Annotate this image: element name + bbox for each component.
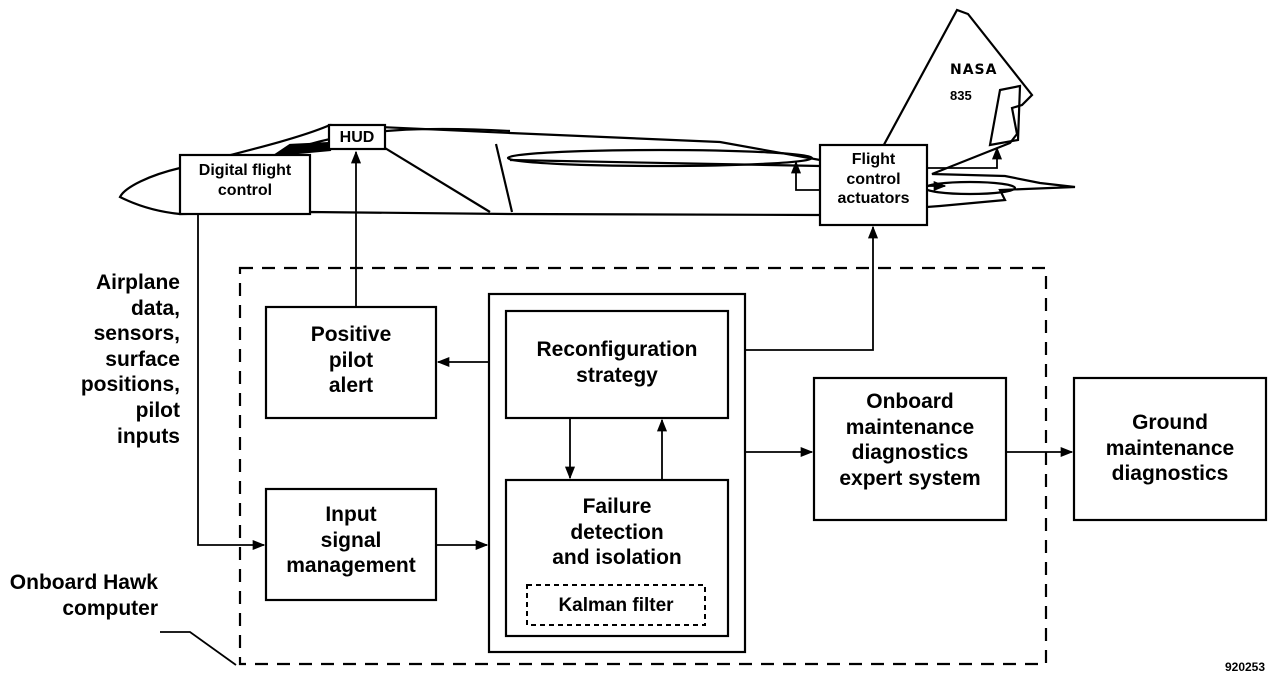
digital-flight-control-box: [178, 153, 312, 216]
input-signal-management-box: [264, 487, 438, 602]
aircraft-illustration: [118, 8, 1076, 217]
wing-leading-edge: [379, 144, 491, 213]
computer-label-leader: [160, 631, 237, 666]
reconfiguration-strategy-box: [504, 309, 730, 420]
stabilator: [923, 180, 1017, 196]
input-signal-management-label: Input signal management: [286, 503, 416, 578]
kalman-filter-box: [526, 584, 706, 626]
arrow-dfc-to-input: [197, 214, 266, 551]
arrow-actuator-to-wing: [790, 160, 820, 191]
onboard-maintenance-label: Onboard maintenance diagnostics expert s…: [839, 390, 981, 490]
hud-label: HUD: [339, 129, 375, 146]
ground-maintenance-box: [1072, 376, 1268, 522]
reconfiguration-strategy-label: Reconfiguration strategy: [536, 338, 698, 387]
hud-box: [327, 123, 387, 151]
kalman-filter-label: Kalman filter: [558, 595, 674, 616]
failure-detection-box: [504, 478, 730, 638]
flight-control-actuators-box: [818, 143, 929, 227]
digital-flight-control-label: Digital flight control: [198, 162, 292, 199]
failure-detection-label: Failure detection and isolation: [552, 495, 682, 570]
figure-number: 920253: [1224, 660, 1266, 674]
arrow-actuator-to-rudder: [927, 146, 1003, 169]
positive-pilot-alert-box: [264, 305, 438, 420]
onboard-computer-label: Onboard Hawk computer: [9, 571, 158, 620]
positive-pilot-alert-label: Positive pilot alert: [310, 323, 392, 398]
fuselage-outline: [118, 8, 1076, 217]
nacelle-line: [509, 158, 821, 168]
ground-maintenance-label: Ground maintenance diagnostics: [1105, 411, 1235, 486]
airplane-data-label: Airplane data, sensors, surface position…: [80, 271, 180, 448]
onboard-maintenance-box: [812, 376, 1008, 522]
tail-number: 835: [950, 88, 972, 103]
nasa-logo: NASA: [950, 62, 997, 78]
flight-control-actuators-label: Flight control actuators: [837, 151, 910, 208]
engine-nacelle: [506, 148, 814, 168]
wing-root: [494, 143, 514, 213]
nose-dark-panel: [274, 141, 332, 157]
arrow-reconfig-to-actuators: [745, 225, 879, 351]
onboard-computer-boundary: [238, 266, 1048, 666]
central-module-outer: [487, 292, 747, 654]
tail-rudder: [988, 84, 1022, 147]
